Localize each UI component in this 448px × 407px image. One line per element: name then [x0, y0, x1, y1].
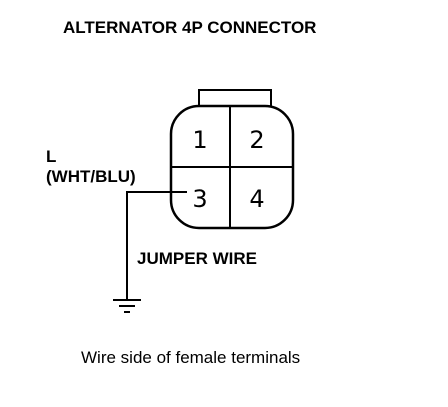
wire-color: (WHT/BLU) — [46, 167, 136, 186]
jumper-wire-label: JUMPER WIRE — [137, 249, 257, 268]
ground-icon — [113, 299, 141, 313]
pin-3: 3 — [192, 185, 207, 213]
pin-2: 2 — [249, 126, 264, 154]
pin-4: 4 — [249, 185, 264, 213]
wire-name: L — [46, 147, 57, 166]
jumper-wire — [126, 191, 187, 300]
diagram-caption: Wire side of female terminals — [81, 348, 301, 367]
pin-1: 1 — [192, 126, 207, 154]
wire-label: L (WHT/BLU) — [46, 147, 136, 187]
diagram-title: ALTERNATOR 4P CONNECTOR — [63, 18, 317, 37]
